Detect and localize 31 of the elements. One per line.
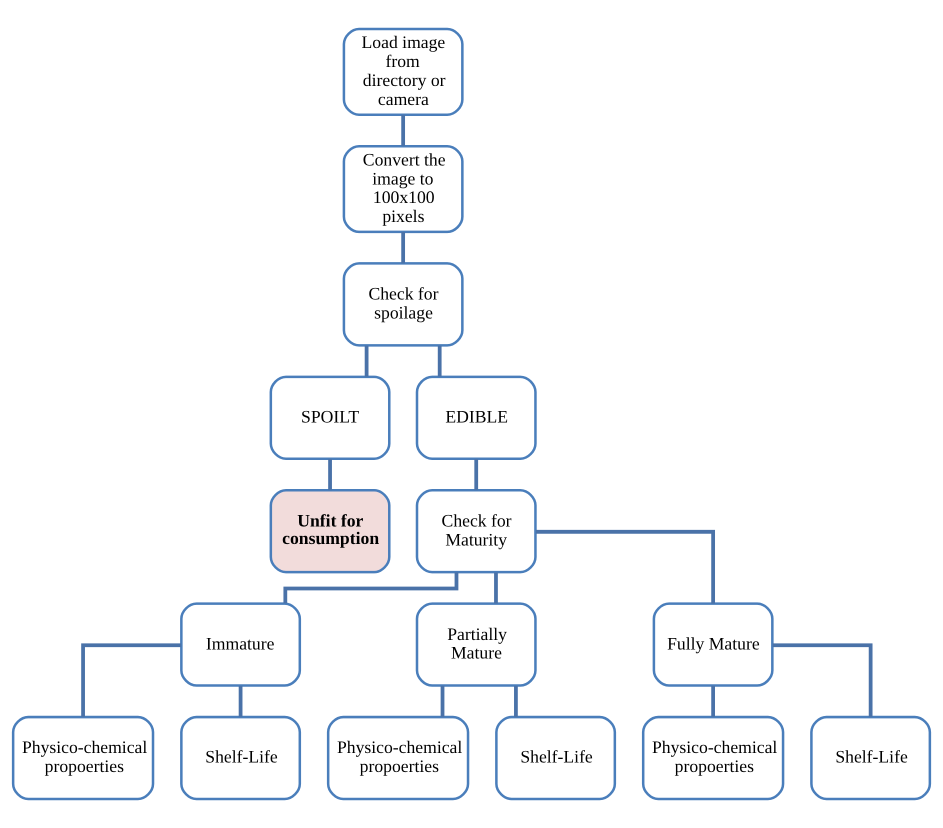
connector [536, 530, 716, 604]
connector [401, 232, 406, 264]
node-box: Shelf-Life [495, 716, 616, 800]
node-box: Physico-chemical propoerties [326, 716, 470, 800]
connector [494, 572, 498, 604]
node-box: Shelf-Life [180, 716, 302, 800]
node-box: Convert the image to 100x100 pixels [342, 144, 464, 234]
connector [474, 459, 478, 490]
node-box: Shelf-Life [810, 716, 932, 800]
connector [440, 686, 444, 717]
node-box: Check for spoilage [342, 262, 464, 347]
node-box: Fully Mature [652, 602, 774, 687]
connector [772, 643, 873, 717]
node-box: Partially Mature [416, 602, 537, 687]
node-box: Load image from directory or camera [342, 28, 464, 116]
connector [81, 643, 182, 717]
connector [711, 686, 716, 717]
connector [283, 572, 458, 604]
node-box: Physico-chemical propoerties [642, 716, 784, 800]
node-box: SPOILT [270, 376, 391, 460]
node-box: EDIBLE [416, 376, 537, 460]
connector [514, 686, 518, 717]
connector [438, 346, 442, 377]
node-box: Unfit for consumption [270, 488, 391, 574]
node-box: Immature [180, 602, 302, 687]
connector [328, 459, 332, 490]
node-box: Physico-chemical propoerties [12, 716, 154, 800]
connector [238, 686, 242, 717]
connector [401, 114, 406, 146]
node-box: Check for Maturity [416, 488, 537, 574]
connector [364, 346, 368, 377]
